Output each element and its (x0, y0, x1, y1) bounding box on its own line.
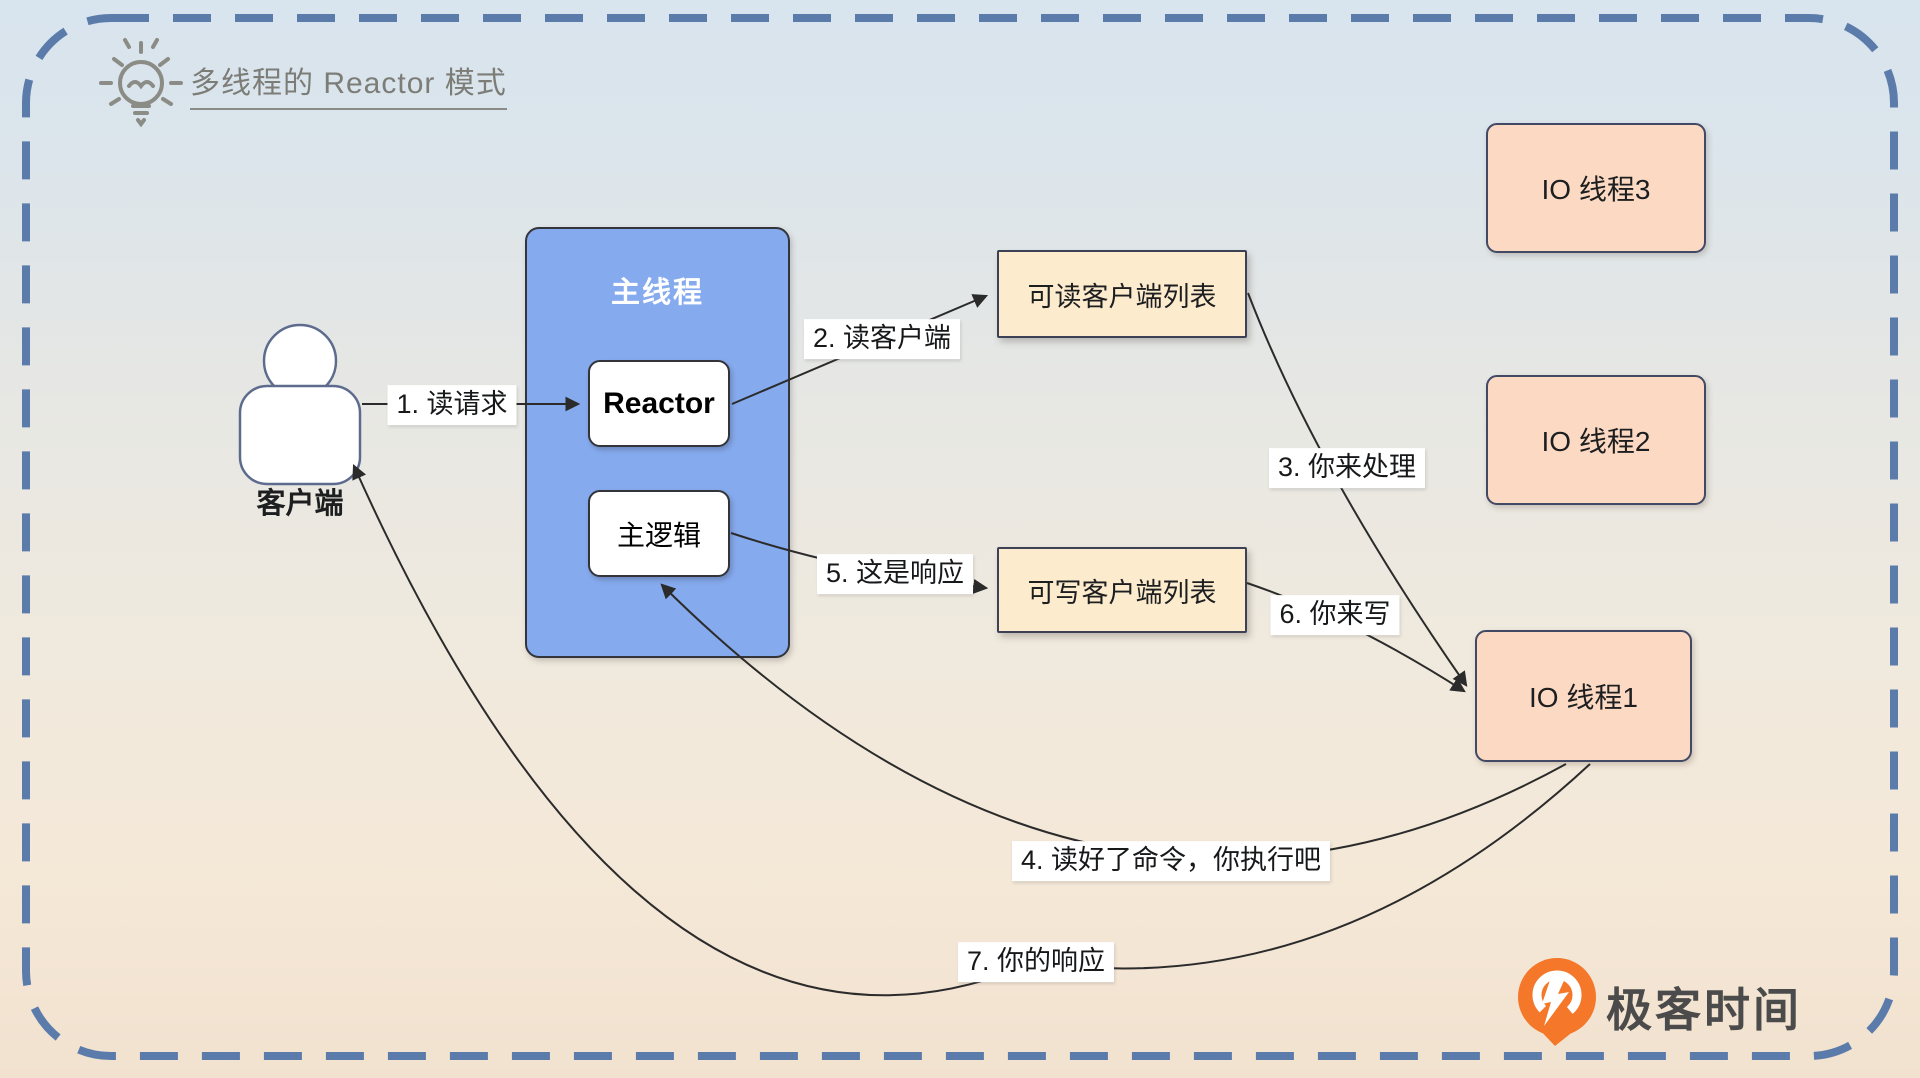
client-label: 客户端 (256, 488, 344, 520)
edge-label-1: 1. 读请求 (387, 385, 517, 425)
brand-name: 极客时间 (1606, 984, 1802, 1036)
edge-label-2: 2. 读客户端 (803, 319, 961, 359)
io-thread-3-label: IO 线程3 (1541, 174, 1651, 205)
writable-client-list-box: 可写客户端列表 (997, 547, 1247, 633)
io-thread-2-box: IO 线程2 (1486, 375, 1706, 505)
edge-label-3: 3. 你来处理 (1268, 448, 1426, 488)
client-person-icon (238, 323, 362, 486)
page-title: 多线程的 Reactor 模式 (190, 58, 507, 110)
readable-client-list-label: 可读客户端列表 (1027, 281, 1217, 312)
main-logic-label: 主逻辑 (616, 519, 701, 551)
io-thread-1-label: IO 线程1 (1529, 682, 1638, 713)
reactor-box: Reactor (588, 360, 730, 447)
edge-label-7: 7. 你的响应 (957, 942, 1115, 982)
main-logic-box: 主逻辑 (588, 490, 730, 577)
readable-client-list-box: 可读客户端列表 (997, 250, 1247, 338)
writable-client-list-label: 可写客户端列表 (1027, 577, 1217, 608)
lightbulb-icon (99, 38, 183, 128)
io-thread-1-box: IO 线程1 (1475, 630, 1692, 762)
reactor-label: Reactor (603, 386, 715, 420)
edge-label-4: 4. 读好了命令，你执行吧 (1011, 841, 1331, 881)
main-thread-label: 主线程 (610, 277, 704, 309)
edge-label-5: 5. 这是响应 (816, 554, 974, 594)
edge-label-6: 6. 你来写 (1270, 595, 1400, 635)
io-thread-2-label: IO 线程2 (1541, 426, 1651, 457)
io-thread-3-box: IO 线程3 (1486, 123, 1706, 253)
geektime-logo-icon (1518, 958, 1596, 1046)
